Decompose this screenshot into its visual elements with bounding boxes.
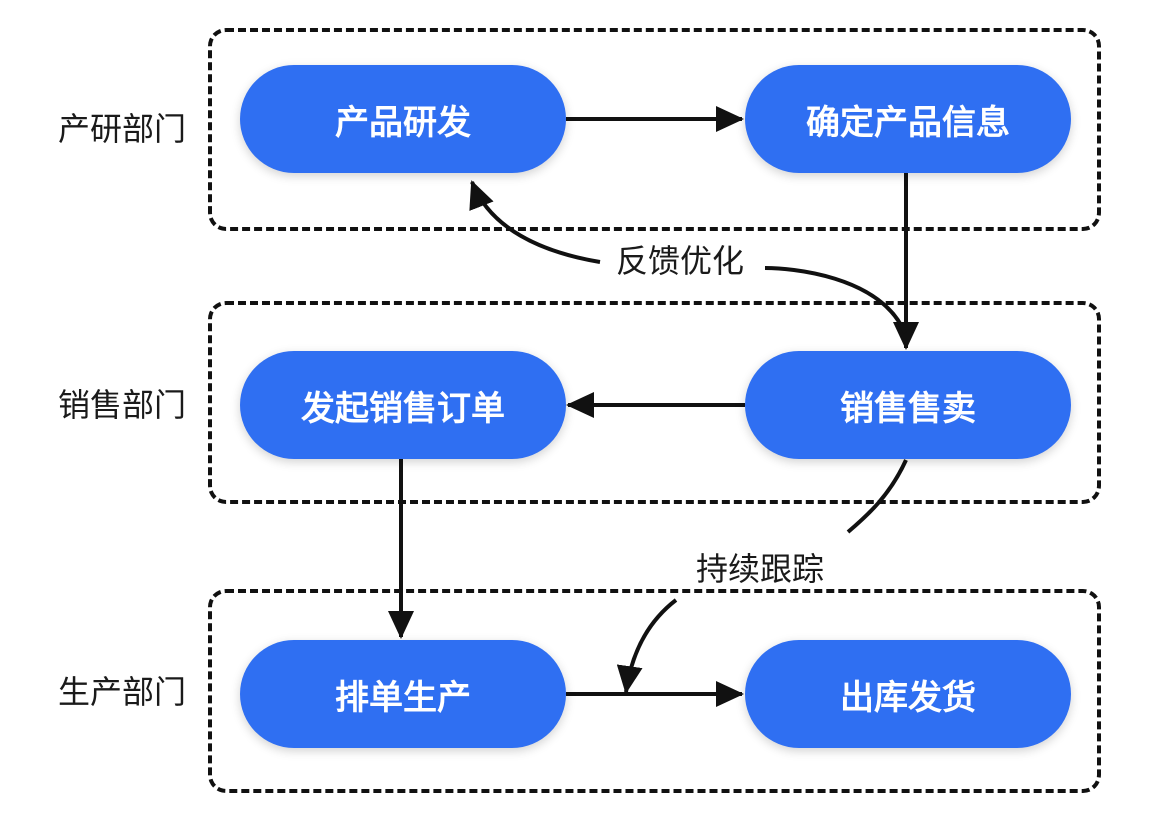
edge-tracking-curve [846, 459, 908, 534]
node-shipping: 出库发货 [745, 640, 1071, 748]
node-product-development: 产品研发 [240, 65, 566, 173]
edge-label-tracking: 持续跟踪 [690, 553, 831, 585]
group-rd-department [208, 28, 1101, 231]
node-sales-selling: 销售售卖 [745, 351, 1071, 459]
edge-feedback-curve [764, 266, 907, 334]
group-production-department [208, 589, 1101, 793]
node-confirm-product-info: 确定产品信息 [745, 65, 1071, 173]
department-label-sales: 销售部门 [58, 386, 187, 424]
group-sales-department [208, 301, 1101, 504]
edge-tracking-curve-arrow [616, 598, 678, 694]
node-initiate-sales-order: 发起销售订单 [240, 351, 566, 459]
edge-feedback-curve-arrow [469, 180, 601, 264]
edge-label-feedback: 反馈优化 [610, 245, 751, 277]
department-label-production: 生产部门 [58, 673, 187, 711]
department-label-rd: 产研部门 [58, 110, 187, 148]
node-schedule-production: 排单生产 [240, 640, 566, 748]
